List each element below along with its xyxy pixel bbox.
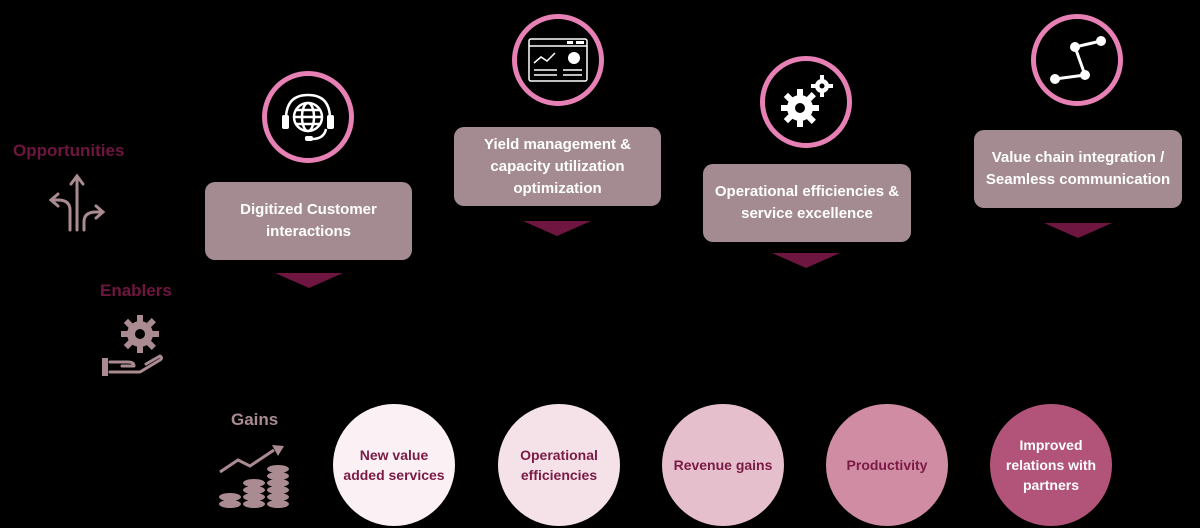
growth-coins-icon [216, 442, 296, 517]
gears-icon [781, 75, 833, 127]
enablers-label: Enablers [100, 281, 172, 300]
arrow-down-4 [1044, 223, 1112, 238]
gain-operational-efficiencies: Operational efficiencies [498, 404, 620, 526]
opportunities-label: Opportunities [13, 141, 125, 160]
gain-partner-relations: Improved relations with partners [990, 404, 1112, 526]
gain-new-value-services: New value added services [333, 404, 455, 526]
opportunity-card-operational: Operational efficiencies & service excel… [703, 164, 911, 242]
dashboard-ring [512, 14, 604, 106]
headset-globe-ring [262, 71, 354, 163]
gears-ring [760, 56, 852, 148]
network-nodes-icon [1050, 36, 1106, 84]
opportunity-card-digitized: Digitized Customer interactions [205, 182, 412, 260]
opportunity-card-yield: Yield management & capacity utilization … [454, 127, 661, 206]
headset-globe-icon [282, 93, 334, 141]
arrow-down-1 [275, 273, 343, 288]
arrow-down-3 [772, 253, 840, 268]
opportunity-card-value-chain: Value chain integration / Seamless commu… [974, 130, 1182, 208]
branching-arrows-icon [46, 170, 108, 239]
dashboard-icon [528, 38, 588, 82]
gain-revenue: Revenue gains [662, 404, 784, 526]
gear-hand-icon [100, 312, 166, 383]
network-nodes-ring [1031, 14, 1123, 106]
gains-label: Gains [231, 410, 279, 429]
gain-productivity: Productivity [826, 404, 948, 526]
arrow-down-2 [523, 221, 591, 236]
